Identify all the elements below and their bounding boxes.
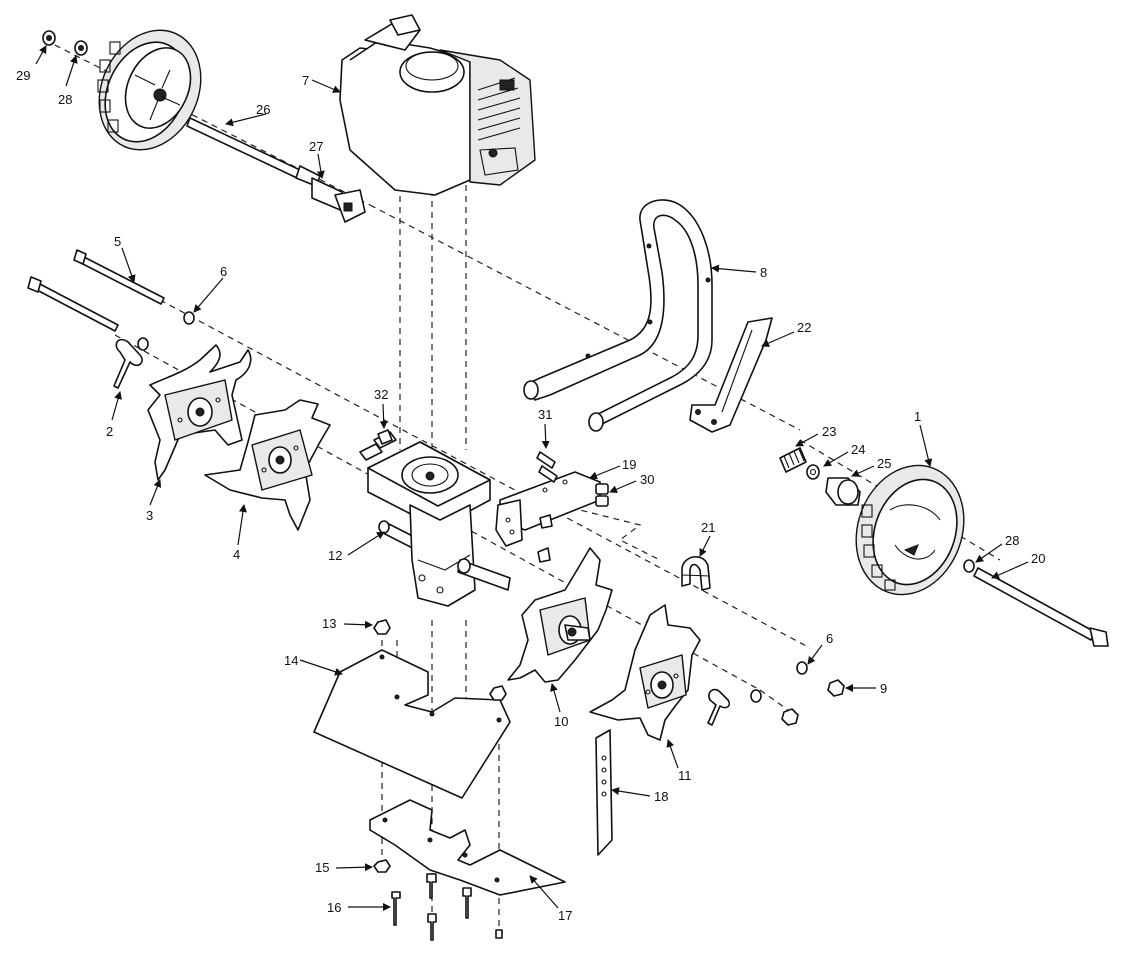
callout-16: 16 [327, 900, 341, 915]
gearbox [359, 431, 511, 607]
callout-32: 32 [374, 387, 388, 402]
depth-bar-18 [595, 729, 613, 856]
washer-6-right [796, 661, 808, 675]
bolt-5 [73, 249, 165, 305]
nut-lower [781, 708, 799, 726]
callout-5: 5 [114, 234, 121, 249]
callout-1: 1 [914, 409, 921, 424]
bolt-shield [489, 685, 507, 701]
callout-2: 2 [106, 424, 113, 439]
callout-23: 23 [822, 424, 836, 439]
tine-11 [589, 604, 701, 741]
callout-29: 29 [16, 68, 30, 83]
callout-19: 19 [622, 457, 636, 472]
axle-bracket-27 [311, 177, 366, 223]
callout-6-top: 6 [220, 264, 227, 279]
callout-28-right: 28 [1005, 533, 1019, 548]
right-wheel-1 [855, 464, 965, 596]
callout-18: 18 [654, 789, 668, 804]
washer-lower [750, 689, 762, 703]
washer-24 [806, 464, 820, 480]
callout-10: 10 [554, 714, 568, 729]
bolt-13 [373, 619, 391, 635]
shield-17 [369, 799, 566, 896]
washer-6-top [183, 311, 195, 325]
nut-9 [827, 679, 845, 697]
callout-7: 7 [302, 73, 309, 88]
callout-26: 26 [256, 102, 270, 117]
callout-24: 24 [851, 442, 865, 457]
callout-14: 14 [284, 653, 298, 668]
callout-6-right: 6 [826, 631, 833, 646]
washer-small [137, 337, 149, 351]
spring-23 [779, 447, 807, 473]
bolts-31 [536, 451, 558, 483]
nut-15 [373, 859, 391, 873]
axle-bolt-20 [973, 567, 1109, 647]
bolt-long [27, 276, 119, 332]
handle-8 [523, 199, 713, 432]
bolt-32 [377, 429, 393, 445]
nut-29 [42, 30, 56, 46]
callout-13: 13 [322, 616, 336, 631]
leader-lines [35, 45, 1029, 911]
tine-10 [507, 547, 613, 683]
left-wheel [97, 29, 202, 151]
callout-labels: 29 28 7 26 27 5 6 8 22 2 3 4 12 32 31 19… [16, 68, 1045, 923]
bolts-30 [595, 483, 609, 507]
tine-4 [204, 399, 331, 531]
callout-3: 3 [146, 508, 153, 523]
engine-7 [339, 14, 536, 196]
washer-28-right [963, 559, 975, 573]
tine-3 [147, 344, 252, 481]
hairpin-clip-2 [113, 338, 143, 389]
callout-20: 20 [1031, 551, 1045, 566]
bushing-25 [825, 477, 861, 506]
washer-28-left [74, 40, 88, 56]
callout-22: 22 [797, 320, 811, 335]
depth-bar-bracket-22 [689, 317, 773, 433]
callout-27: 27 [309, 139, 323, 154]
callout-30: 30 [640, 472, 654, 487]
callout-17: 17 [558, 908, 572, 923]
mount-plate-19 [495, 471, 601, 563]
shield-14 [313, 649, 511, 799]
callout-25: 25 [877, 456, 891, 471]
callout-21: 21 [701, 520, 715, 535]
callout-31: 31 [538, 407, 552, 422]
axle-26 [186, 117, 321, 187]
callout-9: 9 [880, 681, 887, 696]
callout-8: 8 [760, 265, 767, 280]
callout-12: 12 [328, 548, 342, 563]
callout-4: 4 [233, 547, 240, 562]
callout-11: 11 [678, 768, 692, 783]
u-bracket-21 [681, 556, 711, 591]
callout-28-left: 28 [58, 92, 72, 107]
bolts-16 [391, 873, 503, 941]
hairpin-clip-right [707, 688, 731, 726]
callout-15: 15 [315, 860, 329, 875]
